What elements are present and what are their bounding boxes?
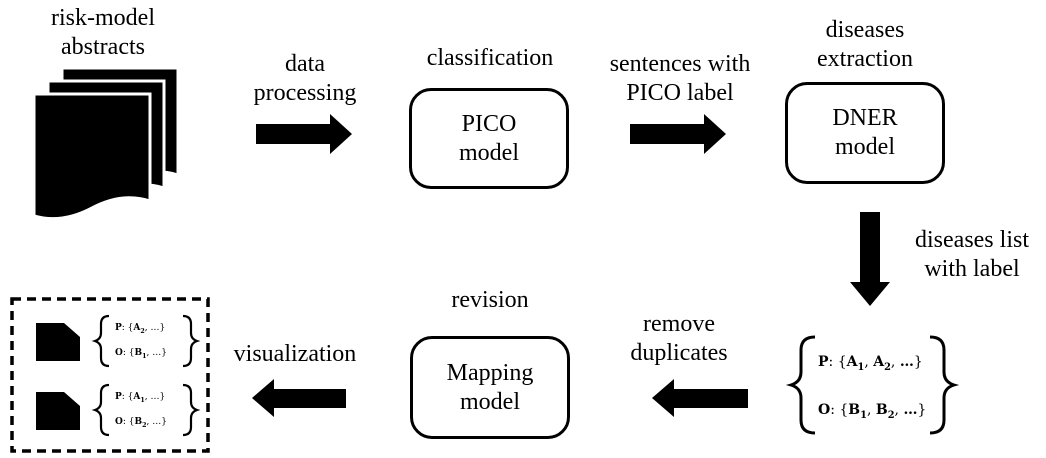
set-o-item2: B [875,402,888,418]
data-processing-label: data processing [230,50,380,108]
arrow-right-1 [256,114,352,154]
set-o-ellipsis: … [903,402,918,418]
out2-o-sub: 2 [142,421,147,429]
arrow-down [850,212,890,306]
visualization-label: visualization [233,341,357,367]
pico-model-box: PICO model [409,88,569,189]
input-label-line2: abstracts [61,34,145,60]
out1-p-sub: 2 [140,327,145,335]
pico-model-line2: model [459,139,519,166]
arrow-left-1 [652,379,748,417]
extraction-line1: diseases [825,17,905,43]
out2-p-key: P [115,392,122,402]
data-processing-line2: processing [253,80,357,106]
out2-o-key: O [115,417,123,427]
out2-p-ellipsis: … [150,392,160,402]
arrow-right-2 [630,114,726,154]
set-o-sub2: 2 [887,409,895,421]
out2-p-line: P: {A1, …} [115,392,166,404]
out1-p-key: P [115,323,122,333]
brace-left-small-2 [91,383,110,437]
diseases-list-label: diseases list with label [898,226,1046,284]
set-p-sub2: 2 [884,361,891,373]
mapping-model-line1: Mapping [446,359,534,386]
brace-left-large [785,335,816,435]
remove-duplicates-line2: duplicates [630,340,728,366]
mapping-model-box: Mapping model [410,336,570,439]
out1-o-item: B [134,348,143,358]
out2-p-sub: 1 [140,396,145,404]
remove-duplicates-line1: remove [643,311,715,337]
dner-model-line2: model [835,134,895,160]
out2-p-item: A [133,392,141,402]
out1-p-ellipsis: … [150,323,160,333]
out1-p-item: A [133,323,141,333]
out2-o-item: B [134,417,143,427]
extraction-line2: extraction [817,46,913,72]
diseases-list-line1: diseases list [915,227,1029,253]
input-label: risk-model abstracts [18,4,188,62]
mini-document-icon-1 [36,323,80,361]
brace-right-large [929,335,960,435]
sentences-line1: sentences with [609,51,751,77]
set-o-sub1: 1 [860,409,867,421]
documents-stack-icon [32,66,180,221]
extraction-label: diseases extraction [780,16,950,74]
dner-model-box: DNER model [785,82,945,184]
set-p-key: P [818,354,829,370]
brace-right-small-1 [182,314,201,368]
set-p-line: P: {A1, A2, …} [818,354,923,373]
out1-p-line: P: {A2, …} [115,323,166,335]
arrow-left-2 [252,379,346,417]
out2-o-ellipsis: … [152,417,162,427]
dner-model-line1: DNER [832,105,898,131]
out1-o-ellipsis: … [152,348,162,358]
mini-document-icon-2 [36,392,80,430]
set-p-ellipsis: … [899,354,914,370]
revision-label: revision [451,287,529,313]
brace-right-small-2 [182,383,201,437]
classification-label: classification [426,45,554,71]
out1-o-key: O [115,348,123,358]
diseases-list-line2: with label [924,256,1020,282]
out2-o-line: O: {B2, …} [115,417,167,429]
sentences-line2: PICO label [626,80,734,106]
brace-left-small-1 [91,314,110,368]
output-frame [10,297,210,453]
set-o-line: O: {B1, B2, …} [818,402,927,421]
set-o-item1: B [848,402,861,418]
pico-model-line1: PICO [461,110,517,137]
data-processing-line1: data [285,51,325,77]
set-p-item1: A [846,354,858,370]
remove-duplicates-label: remove duplicates [604,310,754,368]
set-p-sub1: 1 [857,361,865,373]
mapping-model-line2: model [460,388,520,415]
set-o-key: O [818,402,831,418]
out1-o-sub: 1 [142,352,147,360]
sentences-label: sentences with PICO label [592,50,768,108]
out1-o-line: O: {B1, …} [115,348,167,360]
input-label-line1: risk-model [51,5,155,31]
set-p-item2: A [873,354,885,370]
